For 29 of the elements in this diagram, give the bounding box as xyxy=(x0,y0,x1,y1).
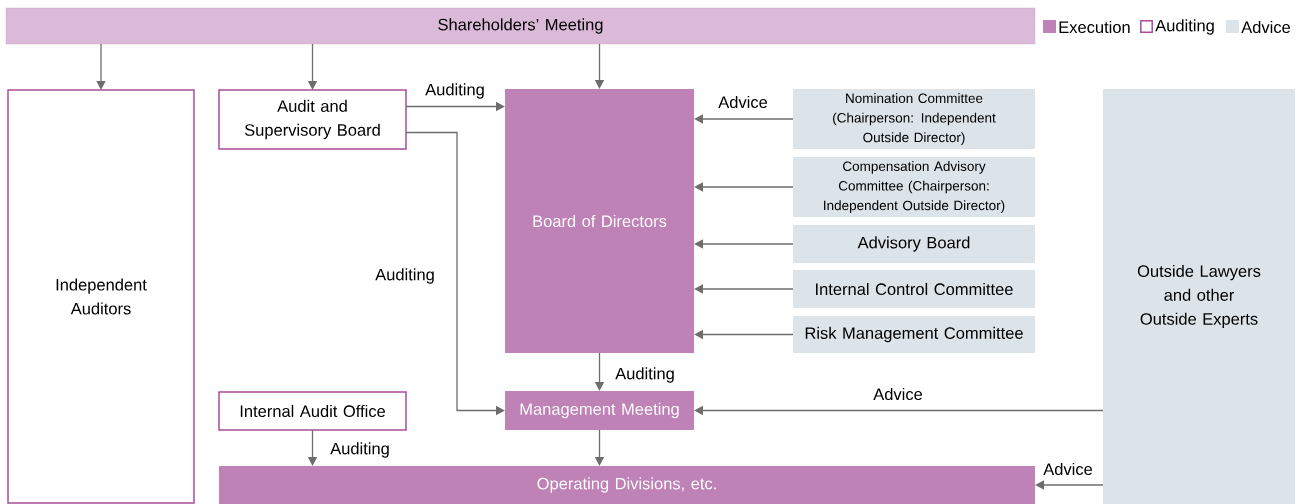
box: Advisory Board xyxy=(793,225,1035,263)
edge-label: Auditing xyxy=(374,267,436,285)
box: Nomination Committee (Chairperson: Independent Outside Director) xyxy=(793,89,1035,149)
bar: Shareholders’ Meeting xyxy=(5,7,1036,45)
box: Outside Lawyers and other Outside Experts xyxy=(1103,89,1295,504)
arrow xyxy=(694,114,794,124)
box: Audit and Supervisory Board xyxy=(218,89,407,150)
edge-label: Auditing xyxy=(614,366,676,384)
edge-label: Auditing xyxy=(424,82,486,100)
edge-label: Auditing xyxy=(329,441,391,459)
box: Operating Divisions, etc. xyxy=(219,466,1035,504)
arrow xyxy=(694,239,794,249)
box: Internal Audit Office xyxy=(218,391,407,431)
legend-label: Auditing xyxy=(1155,19,1214,35)
box: Risk Management Committee xyxy=(793,316,1035,353)
box: Management Meeting xyxy=(505,391,694,430)
edge-label: Advice xyxy=(1042,461,1094,477)
box: Internal Control Committee xyxy=(793,270,1035,308)
edge-label: Advice xyxy=(717,94,769,110)
arrow xyxy=(694,284,794,294)
box: Independent Auditors xyxy=(7,89,195,504)
box: Board of Directors xyxy=(505,89,694,353)
arrow xyxy=(1035,480,1104,490)
legend-label: Advice xyxy=(1241,20,1290,34)
arrow xyxy=(96,43,106,90)
arrow xyxy=(694,182,794,192)
legend-label: Execution xyxy=(1059,20,1130,34)
box: Compensation Advisory Committee (Chairperson: Independent Outside Director) xyxy=(793,157,1035,217)
edge-label: Advice xyxy=(872,386,924,402)
